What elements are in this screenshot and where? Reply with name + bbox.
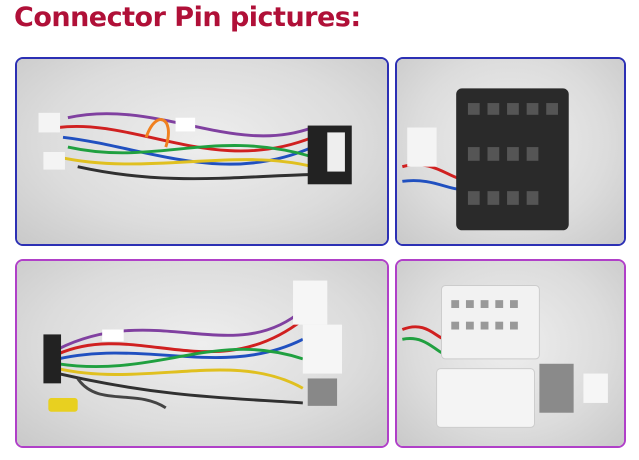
connector-closeup-1 — [395, 57, 626, 246]
page-title: Connector Pin pictures: — [14, 2, 361, 33]
harness-photo-1 — [15, 57, 389, 246]
harness-photo-2 — [15, 259, 389, 448]
connector-closeup-2 — [395, 259, 626, 448]
